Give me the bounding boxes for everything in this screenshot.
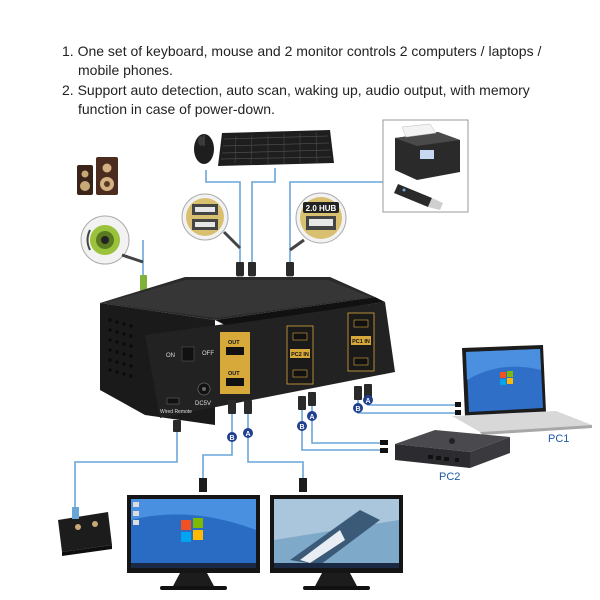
- apple-logo-icon: [449, 438, 455, 444]
- monitor-right-plug: [299, 478, 307, 492]
- label-pc1-in: PC1 IN: [352, 339, 370, 345]
- usb-devices-box: [382, 119, 469, 213]
- vent-grille: [108, 318, 133, 378]
- wired-remote: [58, 512, 112, 556]
- feature-2-line2: function in case of power-down.: [78, 101, 275, 117]
- power-switch: [181, 346, 195, 362]
- label-wired-remote: Wired Remote: [160, 409, 192, 415]
- usb-hub-zoom: 2.0 HUB: [289, 192, 347, 252]
- feature-1-line2: mobile phones.: [78, 62, 173, 78]
- remote-plug: [72, 507, 79, 519]
- feature-1-number: 1.: [62, 43, 74, 59]
- keyboard-cable: [251, 168, 276, 262]
- label-out-a: OUT: [228, 371, 240, 377]
- marker-a-3: A: [365, 398, 370, 405]
- feature-2-line1: Support auto detection, auto scan, wakin…: [77, 82, 530, 98]
- audio-jack-zoom: [80, 215, 144, 265]
- pc2-cable-a: [311, 405, 385, 444]
- marker-b-3: B: [355, 406, 360, 413]
- feature-2-number: 2.: [62, 82, 74, 98]
- windows-logo-icon: [181, 518, 203, 542]
- marker-b-2: B: [299, 424, 304, 431]
- usb-stick-icon: [394, 184, 443, 210]
- label-pc2: PC2: [439, 471, 460, 483]
- mouse-icon: [194, 134, 214, 164]
- switch-bottom-plugs: [173, 384, 372, 432]
- feature-2: 2. Support auto detection, auto scan, wa…: [62, 81, 582, 119]
- monitor-left: [127, 495, 260, 590]
- kvm-switch: ON OFF DC5V Wired Remote OUT OUT PC2 IN …: [100, 277, 395, 425]
- keyboard-icon: [218, 130, 334, 166]
- remote-cable: [74, 420, 178, 515]
- remote-port: [166, 397, 180, 405]
- windows-logo-icon: [500, 371, 513, 385]
- feature-1: 1. One set of keyboard, mouse and 2 moni…: [62, 42, 582, 80]
- marker-b-1: B: [229, 435, 234, 442]
- speakers-icon: [77, 157, 118, 195]
- mouse-cable: [205, 170, 241, 262]
- monitor-right: [270, 495, 403, 590]
- label-pc1: PC1: [548, 433, 569, 445]
- usb-hub-cable: [289, 181, 383, 262]
- label-dc5v: DC5V: [195, 401, 211, 407]
- pc1-cable-b: [357, 400, 460, 414]
- usb-hub-label: 2.0 HUB: [306, 204, 337, 213]
- pc1-cable-a: [367, 398, 460, 406]
- usb-port-zoom: [181, 193, 242, 250]
- marker-a-1: A: [245, 431, 250, 438]
- mini-pc-pc2: [380, 430, 510, 468]
- monitor-a-cable: [247, 412, 304, 480]
- label-pc2-in: PC2 IN: [291, 352, 309, 358]
- marker-a-2: A: [309, 414, 314, 421]
- monitor-left-plug: [199, 478, 207, 492]
- port-markers: B A B A B A: [227, 395, 373, 442]
- label-off: OFF: [202, 351, 214, 357]
- printer-icon: [395, 123, 460, 180]
- laptop-pc1: [452, 345, 592, 435]
- label-on: ON: [166, 353, 175, 359]
- label-out-b: OUT: [228, 340, 240, 346]
- feature-1-line1: One set of keyboard, mouse and 2 monitor…: [77, 43, 542, 59]
